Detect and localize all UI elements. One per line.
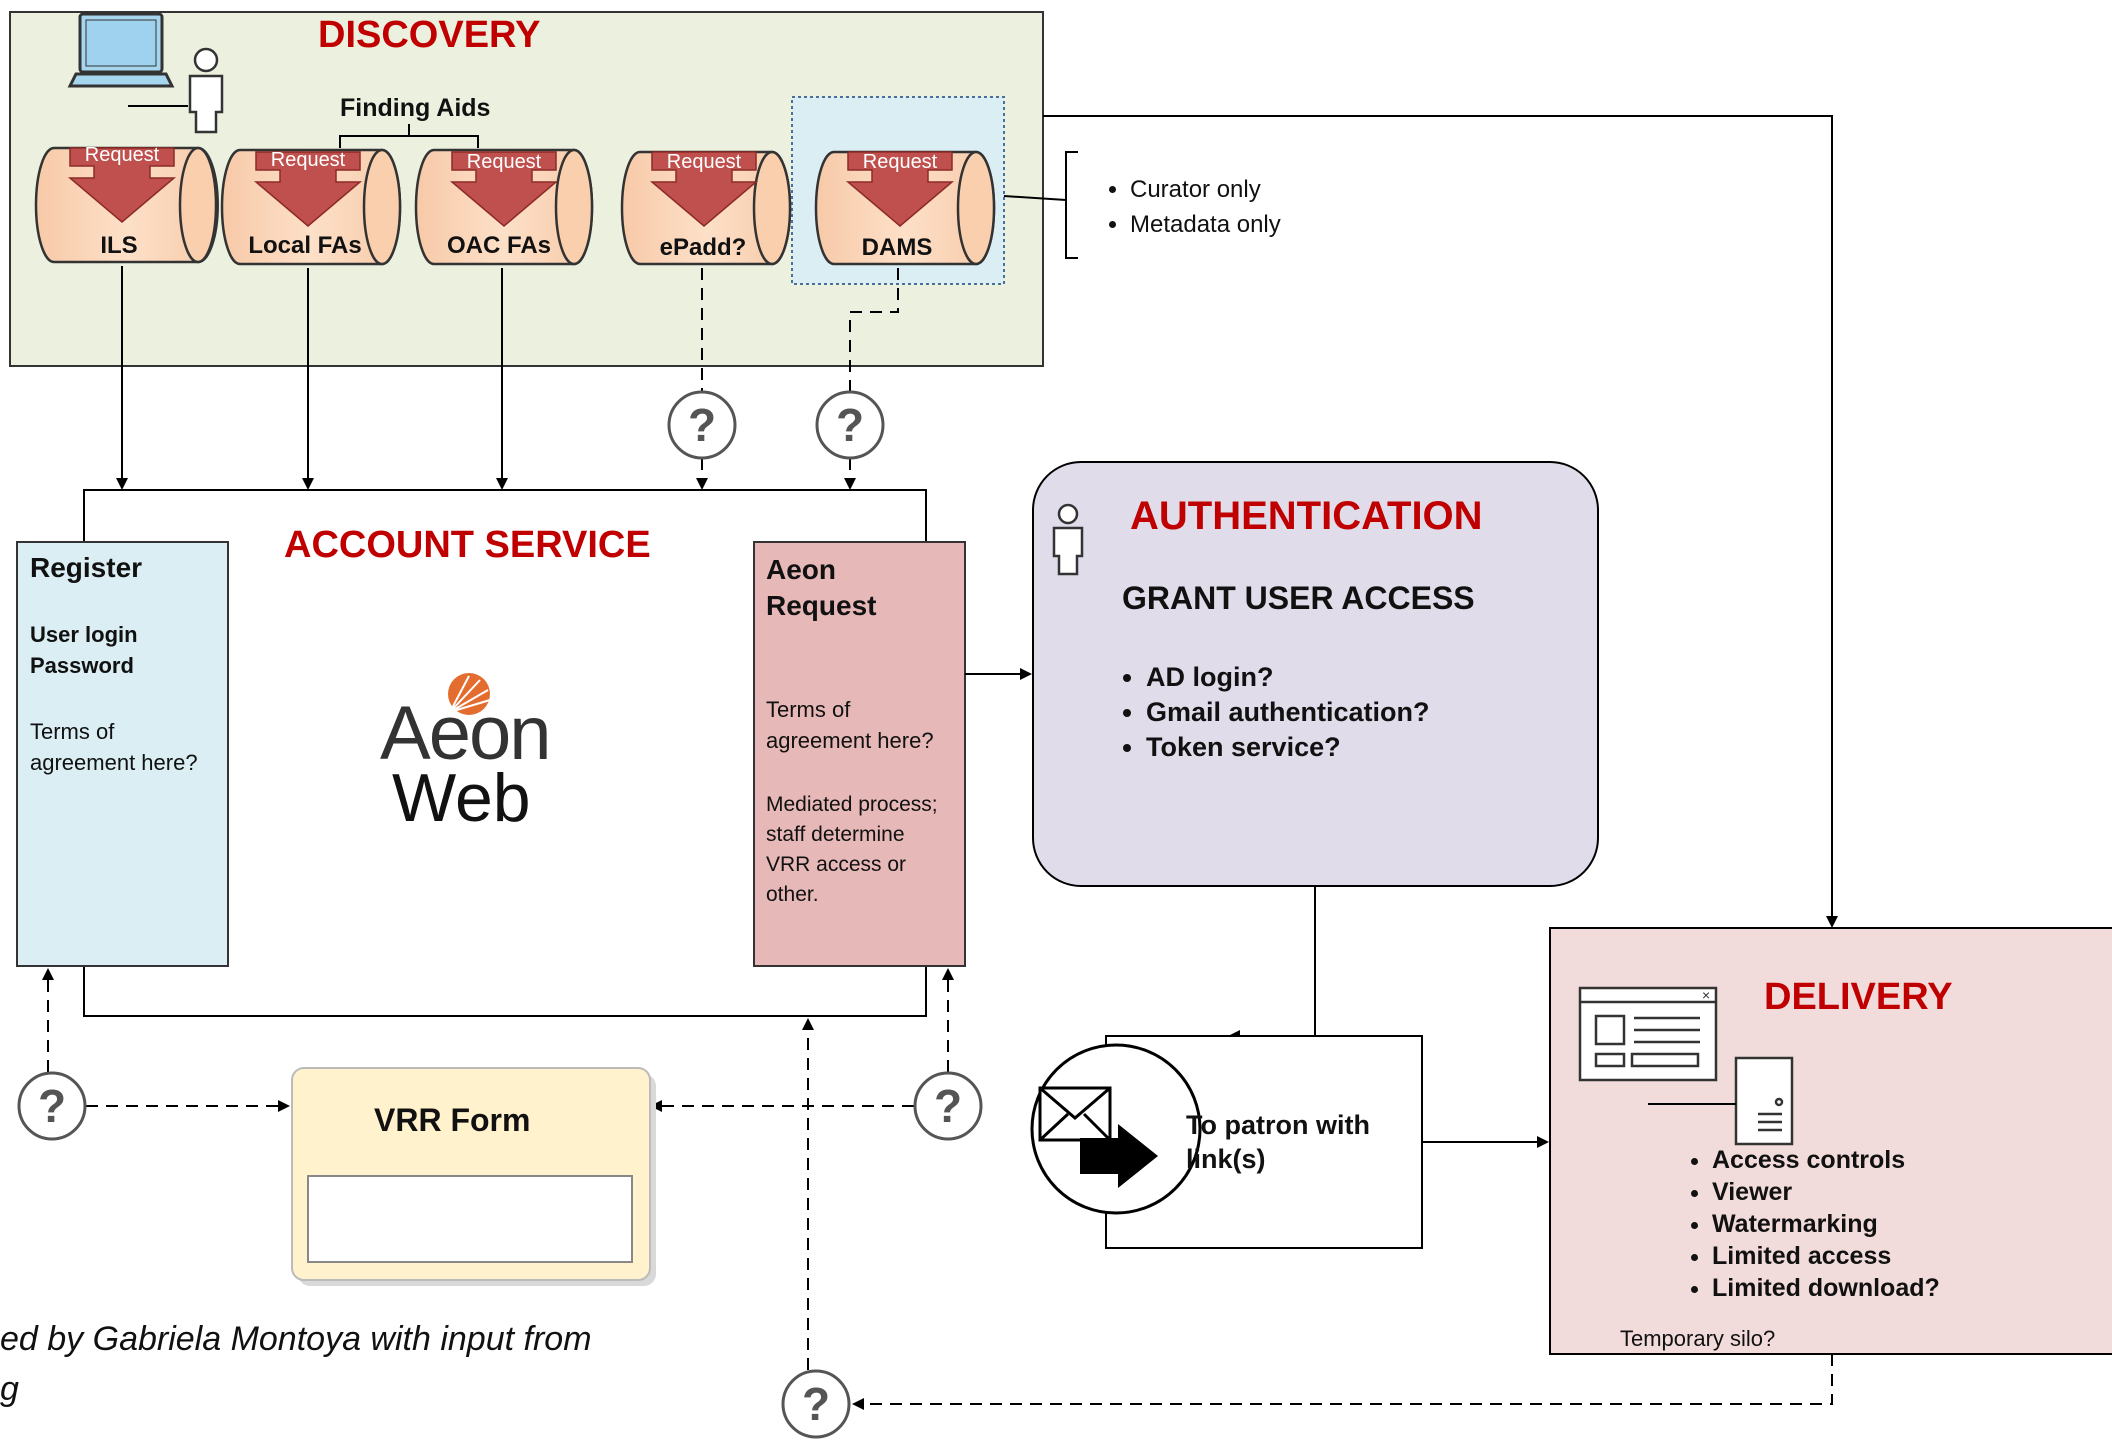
dams-label: DAMS xyxy=(861,234,933,261)
vrr-form-title: VRR Form xyxy=(374,1102,531,1138)
request-arrow-icons xyxy=(67,147,955,227)
register-title: Register xyxy=(30,552,143,583)
svg-text:×: × xyxy=(1702,987,1710,1003)
register-user-login: User login xyxy=(30,622,138,647)
delivery-feature-item: Viewer xyxy=(1712,1176,2112,1208)
dams-notes-bracket xyxy=(1065,151,1078,259)
delivery-feature-item: Watermarking xyxy=(1712,1208,2112,1240)
question-circle-left xyxy=(17,1071,87,1141)
epadd-request-label: Request xyxy=(666,151,742,173)
question-mark-left: ? xyxy=(37,1080,67,1132)
question-mark-epadd: ? xyxy=(687,399,717,451)
dams-note-item: Metadata only xyxy=(1130,207,1390,242)
aeon-request-mediated: Mediated process; staff determine VRR ac… xyxy=(766,793,938,906)
aeon-request-terms: Terms of agreement here? xyxy=(766,697,934,753)
dams-note-item: Curator only xyxy=(1130,172,1390,207)
ils-label: ILS xyxy=(100,232,138,259)
user-icon xyxy=(188,47,224,134)
delivery-features-list: Access controls Viewer Watermarking Limi… xyxy=(1670,1144,2112,1304)
register-panel xyxy=(16,541,229,967)
aeon-logo-web: Web xyxy=(392,760,531,836)
aeon-request-title: Aeon Request xyxy=(766,554,877,621)
notify-text: To patron with link(s) xyxy=(1186,1110,1370,1174)
aeon-logo-icon xyxy=(448,673,491,715)
temporary-silo-label: Temporary silo? xyxy=(1620,1326,1776,1351)
delivery-title: DELIVERY xyxy=(1764,976,1953,1018)
auth-method-item: Gmail authentication? xyxy=(1146,695,1566,730)
question-circle-epadd xyxy=(667,390,737,460)
dams-notes-list: Curator only Metadata only xyxy=(1090,172,1390,242)
question-circle-dams xyxy=(815,390,885,460)
finding-aids-label: Finding Aids xyxy=(340,94,491,122)
account-service-title: ACCOUNT SERVICE xyxy=(284,524,651,566)
discovery-title: DISCOVERY xyxy=(318,14,541,56)
aeon-request-panel xyxy=(753,541,966,967)
auth-method-item: AD login? xyxy=(1146,660,1566,695)
authentication-title: AUTHENTICATION xyxy=(1130,494,1483,538)
question-mark-bottom: ? xyxy=(801,1378,831,1430)
register-password: Password xyxy=(30,653,134,678)
local-fas-request-label: Request xyxy=(270,149,346,171)
oac-fas-label: OAC FAs xyxy=(446,232,551,259)
local-fas-label: Local FAs xyxy=(248,232,362,259)
delivery-feature-item: Limited download? xyxy=(1712,1272,2112,1304)
credit-line-1: ed by Gabriela Montoya with input from xyxy=(0,1320,592,1358)
oac-fas-request-label: Request xyxy=(466,151,542,173)
grant-access-subtitle: GRANT USER ACCESS xyxy=(1122,580,1475,616)
delivery-feature-item: Limited access xyxy=(1712,1240,2112,1272)
credit-line-2: g xyxy=(0,1370,19,1408)
browser-window-icon xyxy=(1578,986,1718,1082)
register-terms: Terms of agreement here? xyxy=(30,719,198,775)
dams-request-label: Request xyxy=(862,151,938,173)
question-circle-bottom xyxy=(781,1369,851,1439)
question-mark-right: ? xyxy=(933,1080,963,1132)
auth-method-item: Token service? xyxy=(1146,730,1566,765)
delivery-feature-item: Access controls xyxy=(1712,1144,2112,1176)
epadd-label: ePadd? xyxy=(659,234,747,261)
ils-request-label: Request xyxy=(84,144,160,166)
question-mark-dams: ? xyxy=(835,399,865,451)
vrr-form-box xyxy=(291,1067,656,1286)
send-mail-icon xyxy=(1030,1043,1202,1215)
auth-methods-list: AD login? Gmail authentication? Token se… xyxy=(1106,660,1566,765)
aeon-logo-text: Aeon xyxy=(380,691,551,776)
person-icon xyxy=(1052,503,1084,576)
question-circle-right xyxy=(913,1071,983,1141)
server-icon xyxy=(1734,1056,1794,1146)
computer-icon xyxy=(67,12,188,107)
